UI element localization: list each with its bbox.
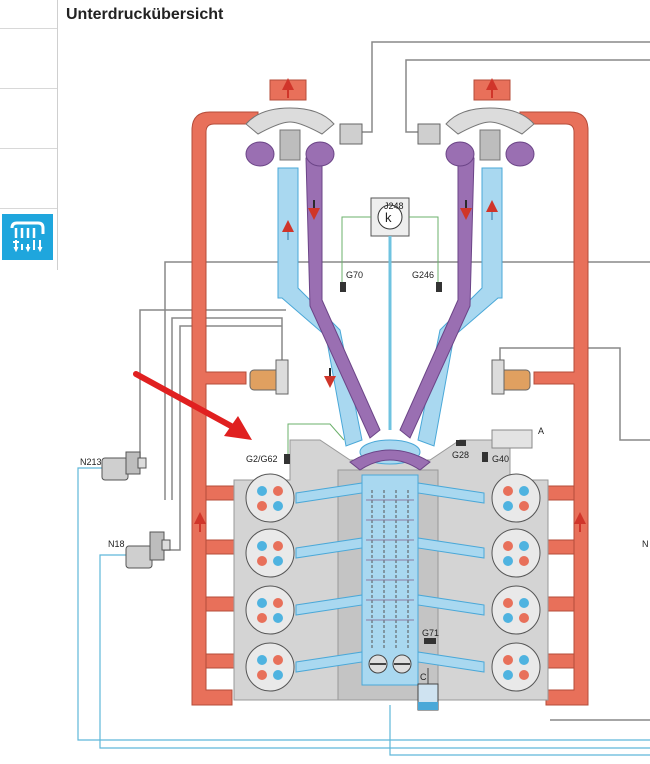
g2-g62-sensor [284,454,290,464]
label-a: A [538,426,544,436]
sidebar-cell[interactable] [0,0,57,29]
turbocharger-left [245,107,363,167]
sidebar-cell[interactable] [0,28,57,89]
label-n18: N18 [108,539,125,549]
sidebar-cell[interactable] [0,88,57,149]
label-g246: G246 [412,270,434,280]
g246-sensor [436,282,442,292]
sidebar-cell[interactable] [0,148,57,209]
j248-control-unit: k [341,197,439,430]
label-g40: G40 [492,454,509,464]
g71-sensor [424,638,436,644]
vacuum-overview-button[interactable] [2,214,53,260]
svg-text:k: k [385,210,392,225]
cylinder [491,528,541,578]
cylinder [245,642,295,692]
label-n213: N213 [80,457,102,467]
cylinder [245,528,295,578]
cylinder [491,585,541,635]
label-g2-g62: G2/G62 [246,454,278,464]
label-g28: G28 [452,450,469,460]
cylinder [491,473,541,523]
g70-sensor [340,282,346,292]
cylinders-left [245,473,295,692]
wastegate-actuator-right [491,359,531,395]
label-g70: G70 [346,270,363,280]
n213-valve [101,451,147,481]
cylinders-right [491,473,541,692]
g40-sensor [482,452,488,462]
turbocharger-right [417,107,535,167]
throttle-valves [368,654,412,674]
label-g71: G71 [422,628,439,638]
n18-valve [125,531,171,569]
charge-air-ducts [305,157,475,471]
page-title: Unterdruckübersicht [66,6,224,23]
label-n-edge: N [642,539,649,549]
valve-c [417,668,439,711]
electrical-lines [77,467,650,756]
label-c: C [420,672,427,682]
sidebar [0,0,58,270]
label-j248: J248 [384,201,404,211]
cylinder [245,585,295,635]
g28-sensor [456,440,466,446]
cylinder [491,642,541,692]
cylinder [245,473,295,523]
vacuum-system-icon [10,221,45,253]
intake-manifold-runners [366,490,414,650]
wastegate-actuator-left [249,359,289,395]
pointer-arrow [133,371,252,440]
